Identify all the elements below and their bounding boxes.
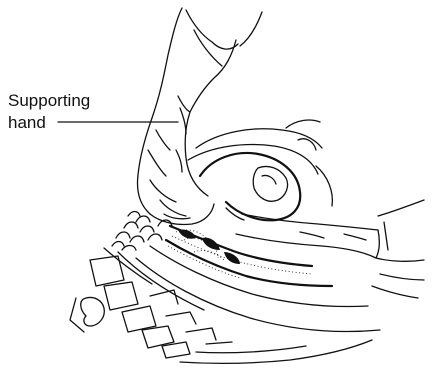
supporting-hand	[138, 8, 263, 225]
hair-cluster	[112, 212, 172, 251]
annotation-label-line2: hand	[8, 113, 46, 133]
examining-hand	[226, 200, 424, 298]
spine	[70, 256, 372, 363]
abdominal-structures	[188, 120, 332, 220]
annotation-label-line1: Supporting	[8, 91, 90, 111]
pelvic-structures	[104, 226, 380, 332]
